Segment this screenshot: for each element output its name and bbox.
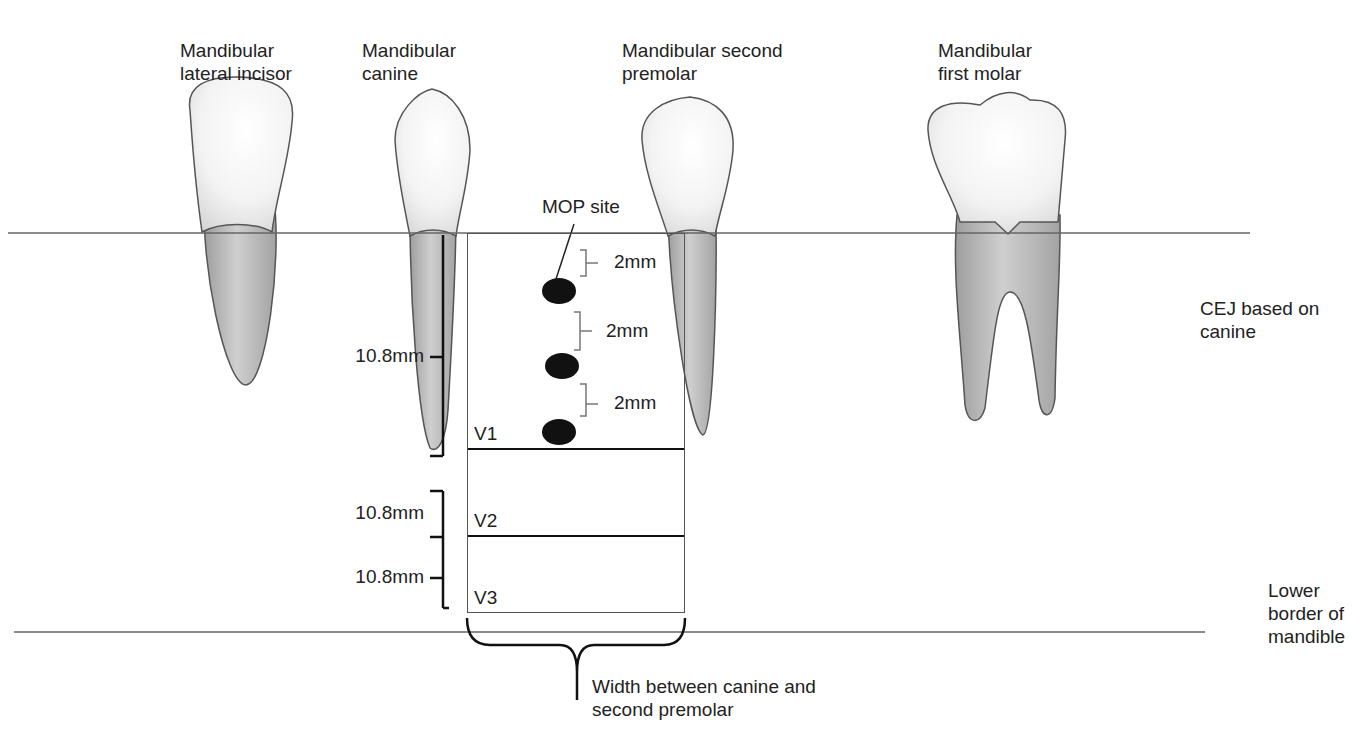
vertical-zone-band: V2 bbox=[467, 449, 685, 537]
dimension: 10.8mm bbox=[300, 345, 424, 368]
dimension: 2mm bbox=[614, 392, 684, 415]
dimension-note: Width between canine and second premolar bbox=[592, 676, 862, 722]
tooth-name: Mandibular first molar bbox=[938, 40, 1063, 86]
lower-border-line bbox=[14, 631, 1205, 633]
dimension: 10.8mm bbox=[300, 502, 424, 525]
tooth-name: Mandibular second premolar bbox=[622, 40, 797, 86]
premolar-root bbox=[668, 215, 716, 435]
spacing-brackets bbox=[574, 250, 598, 416]
zone-label: V3 bbox=[474, 587, 684, 610]
vertical-zone-band: V3 bbox=[467, 536, 685, 613]
tooth-name: Mandibular canine bbox=[362, 40, 480, 86]
mop-dots bbox=[542, 278, 579, 445]
incisor-crown bbox=[189, 77, 292, 232]
reference-note: Lower border of mandible bbox=[1268, 580, 1352, 648]
dimension: 2mm bbox=[606, 320, 676, 343]
premolar-crown bbox=[642, 97, 733, 236]
callout-label: MOP site bbox=[542, 196, 672, 219]
canine-root bbox=[410, 215, 456, 449]
molar-root bbox=[955, 215, 1060, 420]
reference-note: CEJ based on canine bbox=[1200, 298, 1350, 344]
canine-crown bbox=[395, 89, 470, 236]
molar-crown bbox=[928, 93, 1066, 234]
zone-label: V1 bbox=[474, 423, 684, 446]
tooth-name: Mandibular lateral incisor bbox=[180, 40, 330, 86]
zone-label: V2 bbox=[474, 510, 684, 533]
dimension-bar bbox=[430, 235, 449, 608]
dimension: 10.8mm bbox=[300, 566, 424, 589]
dimension: 2mm bbox=[614, 251, 684, 274]
